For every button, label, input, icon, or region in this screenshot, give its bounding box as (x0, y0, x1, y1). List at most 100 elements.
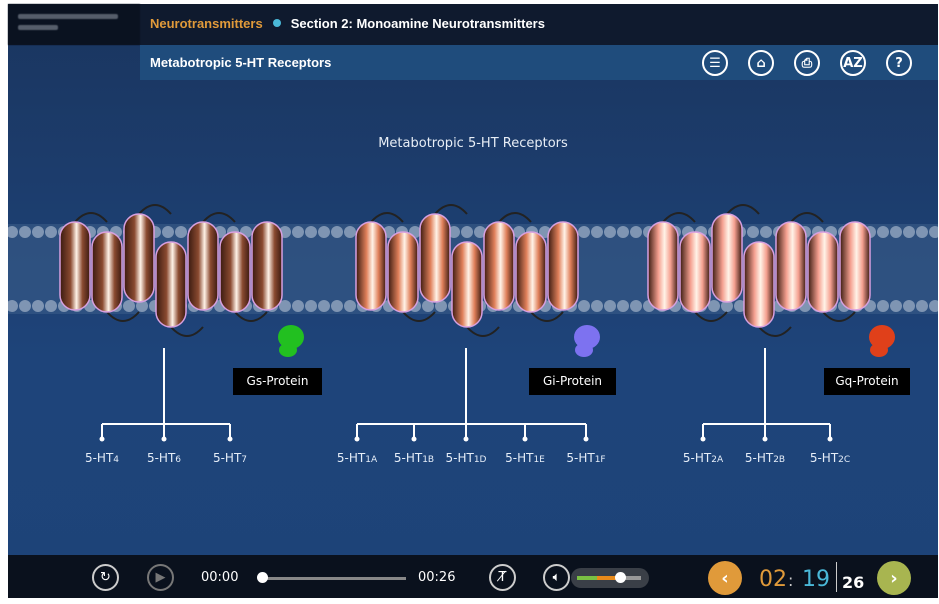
helix (679, 231, 711, 313)
receptor-base: 5-HT (336, 451, 366, 465)
lipid-head (175, 226, 187, 238)
divider (836, 562, 837, 592)
receptor-label: 5-HT1F (566, 451, 605, 465)
lipid-head (630, 300, 642, 312)
helix (187, 221, 219, 311)
chevron-right-icon: › (890, 567, 898, 589)
lipid-head (929, 226, 938, 238)
menu-icon: ☰ (709, 55, 721, 71)
helix (59, 221, 91, 311)
next-page-button[interactable]: › (877, 561, 911, 595)
loop (790, 212, 824, 223)
lipid-head (877, 300, 889, 312)
sub-header: Metabotropic 5-HT Receptors ☰⌂⎙AZ? (140, 45, 938, 80)
print-icon: ⎙ (801, 55, 813, 71)
volume-handle[interactable] (615, 572, 626, 583)
g-protein-blob (869, 325, 895, 349)
breadcrumb-course[interactable]: Neurotransmitters (150, 16, 263, 31)
lipid-head (136, 300, 148, 312)
g-protein-label: Gs-Protein (233, 368, 322, 395)
volume-slider[interactable] (571, 568, 649, 588)
loop (170, 326, 204, 337)
seek-handle[interactable] (257, 572, 268, 583)
helix (711, 213, 743, 303)
lipid-head (747, 226, 759, 238)
loop (662, 212, 696, 223)
print-button[interactable]: ⎙ (794, 50, 820, 76)
player-bar: ↻ ▶ 00:00 00:26 T̸ 🔈︎ ‹ 02 : 19 26 › (8, 555, 938, 598)
transcript-toggle-button[interactable]: T̸ (489, 564, 516, 591)
replay-button[interactable]: ↻ (92, 564, 119, 591)
menu-button[interactable]: ☰ (702, 50, 728, 76)
lipid-head (305, 300, 317, 312)
receptor-subtype: 1B (422, 455, 435, 465)
lipid-head (422, 300, 434, 312)
play-button[interactable]: ▶ (147, 564, 174, 591)
breadcrumb-section: Section 2: Monoamine Neurotransmitters (290, 16, 545, 31)
help-button[interactable]: ? (886, 50, 912, 76)
receptor-base: 5-HT (809, 451, 839, 465)
branch-dot (411, 436, 417, 442)
receptor-label: 5-HT2B (745, 451, 785, 465)
lipid-head (617, 300, 629, 312)
glossary-button[interactable]: AZ (840, 50, 866, 76)
helix (219, 231, 251, 313)
lipid-head (916, 226, 928, 238)
loop (434, 204, 468, 215)
receptor-base: 5-HT (84, 451, 114, 465)
lipid-head (708, 300, 720, 312)
branch-dot (827, 436, 833, 442)
loop (402, 311, 436, 322)
receptor-label: 5-HT4 (85, 451, 119, 465)
lipid-head (292, 226, 304, 238)
receptor-label: 5-HT1B (394, 451, 434, 465)
lipid-head (591, 300, 603, 312)
branch-dot (522, 436, 528, 442)
home-icon: ⌂ (756, 55, 766, 71)
lipid-head (19, 226, 31, 238)
g-protein-blob (870, 343, 888, 357)
home-button[interactable]: ⌂ (748, 50, 774, 76)
breadcrumb: Neurotransmitters Section 2: Monoamine Ne… (150, 16, 545, 31)
mute-button[interactable]: 🔈︎ (543, 564, 570, 591)
receptor-subtype: 4 (113, 455, 120, 465)
lipid-head (331, 226, 343, 238)
loop (466, 326, 500, 337)
receptor-label: 5-HT1D (446, 451, 487, 465)
lipid-head (760, 226, 772, 238)
helix (839, 221, 871, 311)
receptor-subtype: 1E (533, 455, 545, 465)
branch-dot (227, 436, 233, 442)
page-separator: : (788, 571, 794, 590)
lipid-head (8, 226, 18, 238)
stage-title: Metabotropic 5-HT Receptors (378, 136, 568, 151)
receptor-label: 5-HT7 (213, 451, 247, 465)
receptor-subtype: 7 (241, 455, 248, 465)
receptor-label: 5-HT6 (147, 451, 181, 465)
helix (515, 231, 547, 313)
lipid-head (630, 226, 642, 238)
g-protein-blob (279, 343, 297, 357)
page-total: 26 (842, 573, 865, 592)
receptor-base: 5-HT (682, 451, 712, 465)
lipid-head (578, 300, 590, 312)
receptor-label: 5-HT2A (683, 451, 723, 465)
receptor-diagram (8, 204, 938, 442)
lipid-head (45, 300, 57, 312)
lipid-head (721, 300, 733, 312)
branch-dot (463, 436, 469, 442)
g-protein-label: Gq-Protein (824, 368, 910, 395)
helix (775, 221, 807, 311)
lipid-head (734, 300, 746, 312)
previous-page-button[interactable]: ‹ (708, 561, 742, 595)
loop (202, 212, 236, 223)
helix (123, 213, 155, 303)
seek-bar[interactable] (261, 577, 406, 580)
page-chapter: 02 (759, 567, 787, 592)
helix (91, 231, 123, 313)
lipid-head (903, 300, 915, 312)
loop (726, 204, 760, 215)
breadcrumb-separator (272, 19, 281, 27)
lipid-head (903, 226, 915, 238)
receptor-label: 5-HT1E (505, 451, 545, 465)
